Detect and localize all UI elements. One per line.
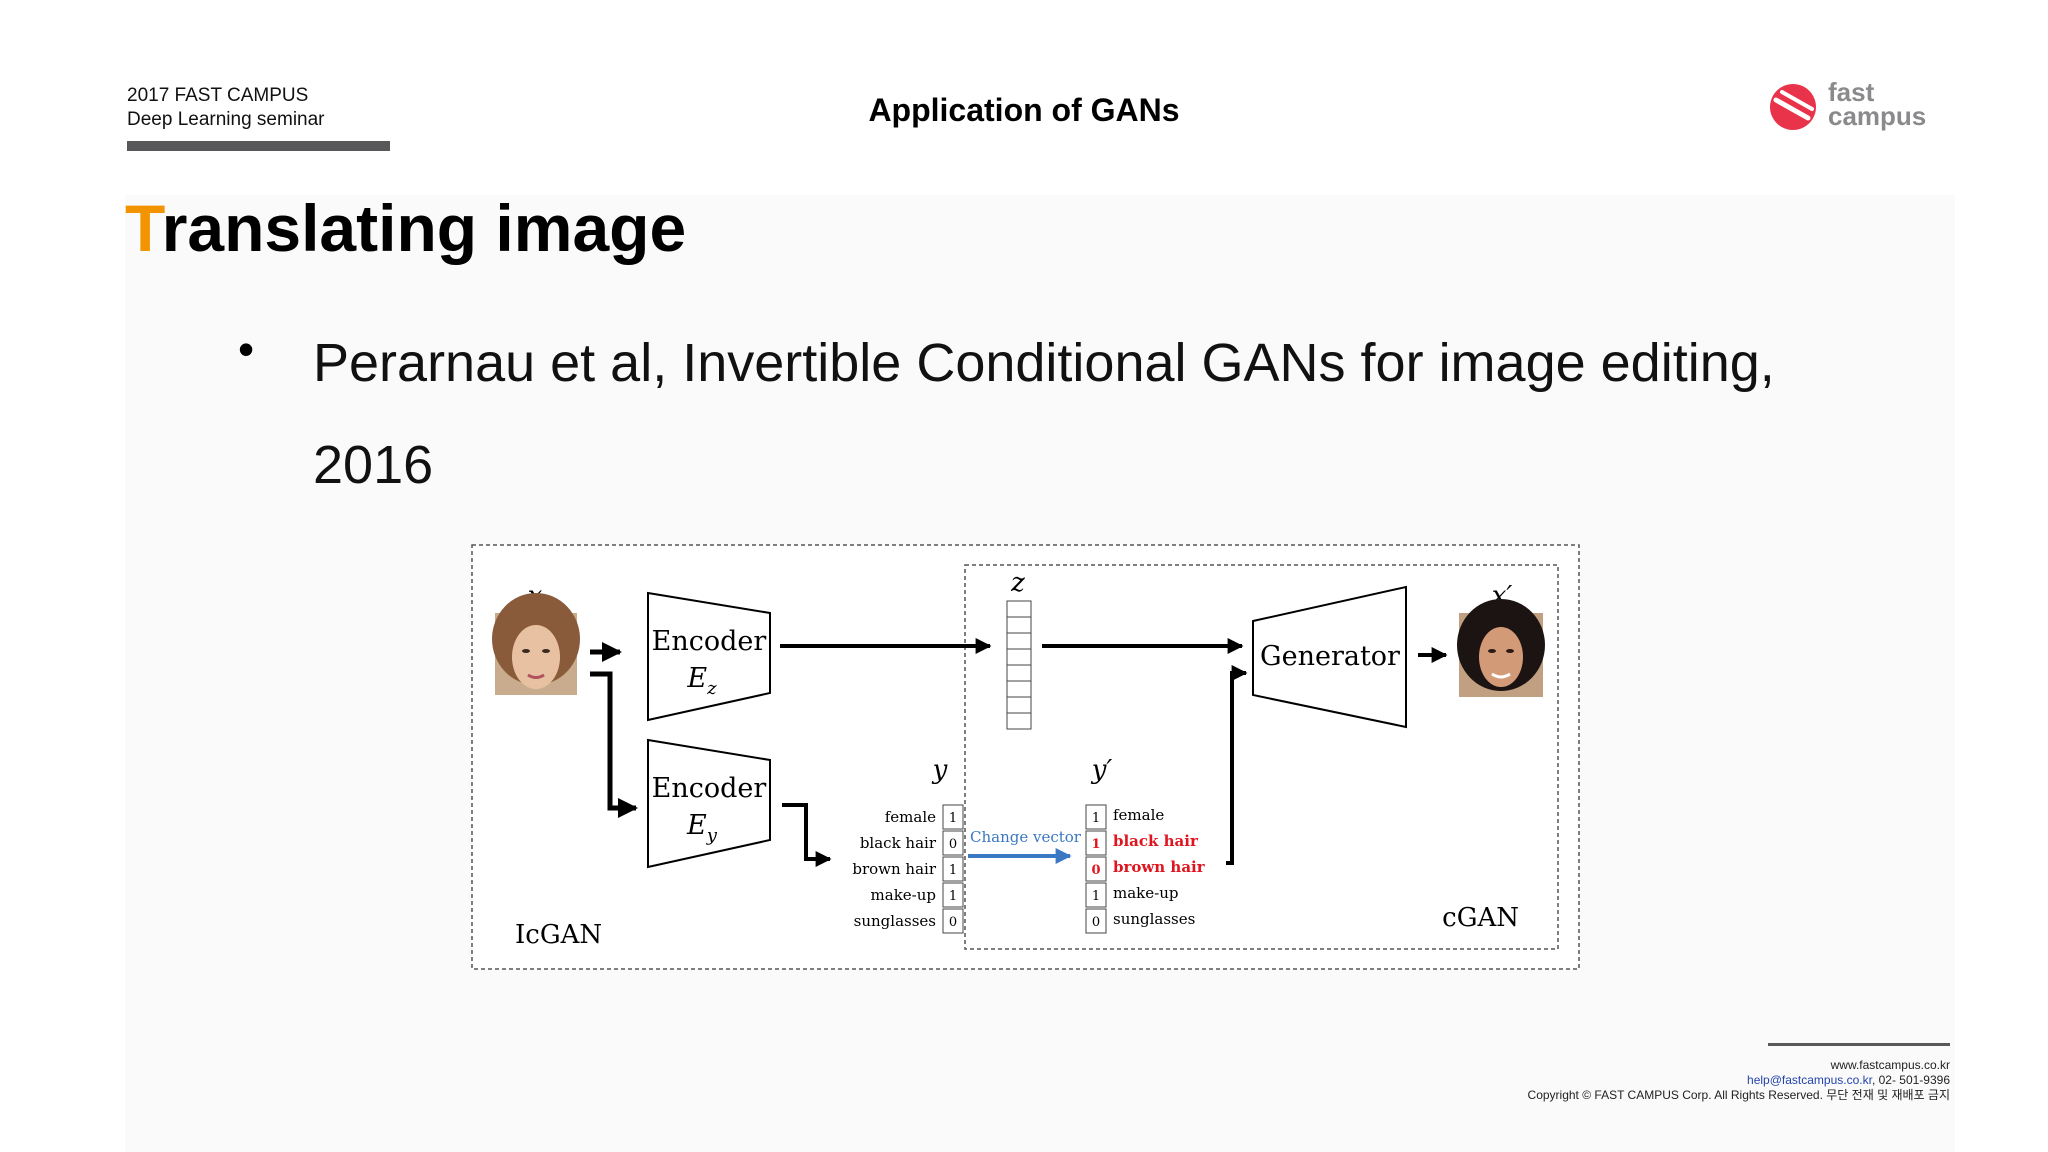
y-label: y [932, 755, 948, 785]
icgan-diagram: x Encoder Ez Encoder Ey z Generator x′ [471, 544, 1580, 970]
y-prime-vector-cell [1085, 804, 1107, 830]
z-label: z [1010, 568, 1025, 598]
slide-header-title: Application of GANs [868, 92, 1180, 128]
y-attribute-label: black hair [860, 834, 937, 852]
z-vector-cell [1006, 696, 1032, 714]
y-prime-vector-value: 1 [1092, 889, 1100, 904]
y-attribute-label: sunglasses [854, 912, 936, 930]
encoder-z: Encoder Ez [647, 591, 771, 722]
z-vector-cell [1006, 648, 1032, 666]
y-prime-vector-cell [1085, 908, 1107, 934]
encoder-y: Encoder Ey [647, 738, 771, 869]
icgan-label: IcGAN [515, 920, 602, 950]
z-vector-cell [1006, 600, 1032, 618]
y-prime-vector-value: 1 [1092, 811, 1100, 826]
output-face-image [1457, 599, 1545, 697]
y-attribute-label: make-up [871, 886, 936, 904]
y-attribute-label: brown hair [852, 860, 936, 878]
y-prime-attribute-label: brown hair [1113, 858, 1206, 876]
y-vector-value: 1 [949, 811, 957, 826]
arrow-encoder-to-y [782, 803, 832, 867]
y-vector-cell [942, 882, 964, 908]
y-vector-value: 0 [949, 915, 957, 930]
y-vector-cell [942, 830, 964, 856]
y-prime-vector-cell [1085, 882, 1107, 908]
footer: www.fastcampus.co.kr help@fastcampus.co.… [1528, 1058, 1950, 1103]
encoder-z-label: Encoder [652, 626, 767, 657]
attribute-vector-y-prime: 1 female 1 black hair 0 brown hair 1 make-up 0 su… [1085, 804, 1206, 934]
footer-line [1768, 1043, 1950, 1046]
z-vector-cell [1006, 632, 1032, 650]
logo-text-line2: campus [1828, 101, 1927, 131]
bullet-icon: • [238, 323, 255, 375]
footer-phone: , 02- 501-9396 [1871, 1073, 1950, 1087]
generator: Generator [1252, 585, 1407, 729]
z-vector-cell [1006, 712, 1032, 730]
fastcampus-logo-icon [1770, 84, 1816, 130]
z-vector-cell [1006, 616, 1032, 634]
arrow-x-to-encoder-y [590, 671, 638, 818]
header-org-line1: 2017 FAST CAMPUS [127, 85, 309, 106]
y-prime-vector-value: 0 [1092, 915, 1100, 930]
y-vector-value: 0 [949, 837, 957, 852]
latent-vector-z [1006, 600, 1032, 730]
logo-text-line1: fast [1828, 77, 1875, 107]
section-title: Translating image [125, 188, 686, 268]
y-prime-label: y′ [1091, 755, 1113, 785]
y-vector-value: 1 [949, 889, 957, 904]
header-organization: 2017 FAST CAMPUS Deep Learning seminar [127, 84, 325, 132]
cgan-border [964, 564, 1559, 950]
section-title-first-letter: T [125, 191, 162, 265]
y-vector-value: 1 [949, 863, 957, 878]
z-vector-cell [1006, 664, 1032, 682]
y-prime-attribute-label: female [1113, 806, 1164, 824]
section-title-rest: ranslating image [161, 191, 687, 265]
y-prime-vector-cell [1085, 856, 1107, 882]
y-prime-vector-value: 0 [1091, 863, 1100, 878]
y-prime-attribute-label: black hair [1113, 832, 1199, 850]
z-vector-cell [1006, 680, 1032, 698]
fastcampus-logo: fast campus [1768, 77, 1928, 134]
attribute-vector-y: 1 female 0 black hair 1 brown hair 1 make-up 0 su… [852, 804, 964, 934]
footer-website: www.fastcampus.co.kr [1830, 1058, 1950, 1072]
arrow-y-prime-to-generator [1226, 665, 1248, 865]
encoder-y-symbol: Ey [686, 810, 718, 846]
encoder-z-symbol: Ez [686, 663, 717, 699]
cgan-label: cGAN [1442, 903, 1519, 933]
y-prime-vector-cell [1085, 830, 1107, 856]
y-prime-vector-value: 1 [1091, 837, 1100, 852]
y-vector-cell [942, 908, 964, 934]
footer-contact: help@fastcampus.co.kr, 02- 501-9396 [1528, 1073, 1950, 1088]
header-underline-bar [127, 141, 390, 151]
footer-email: help@fastcampus.co.kr [1747, 1073, 1872, 1087]
y-vector-cell [942, 804, 964, 830]
bullet-text: Perarnau et al, Invertible Conditional G… [313, 333, 1775, 495]
generator-label: Generator [1260, 641, 1400, 672]
y-prime-attribute-label: make-up [1113, 884, 1178, 902]
input-face-image [492, 593, 580, 695]
header-org-line2: Deep Learning seminar [127, 109, 325, 130]
y-attribute-label: female [885, 808, 936, 826]
encoder-y-label: Encoder [652, 773, 767, 804]
y-vector-cell [942, 856, 964, 882]
change-vector-label: Change vector [970, 828, 1082, 846]
y-prime-attribute-label: sunglasses [1113, 910, 1195, 928]
footer-copyright: Copyright © FAST CAMPUS Corp. All Rights… [1527, 1088, 1950, 1102]
